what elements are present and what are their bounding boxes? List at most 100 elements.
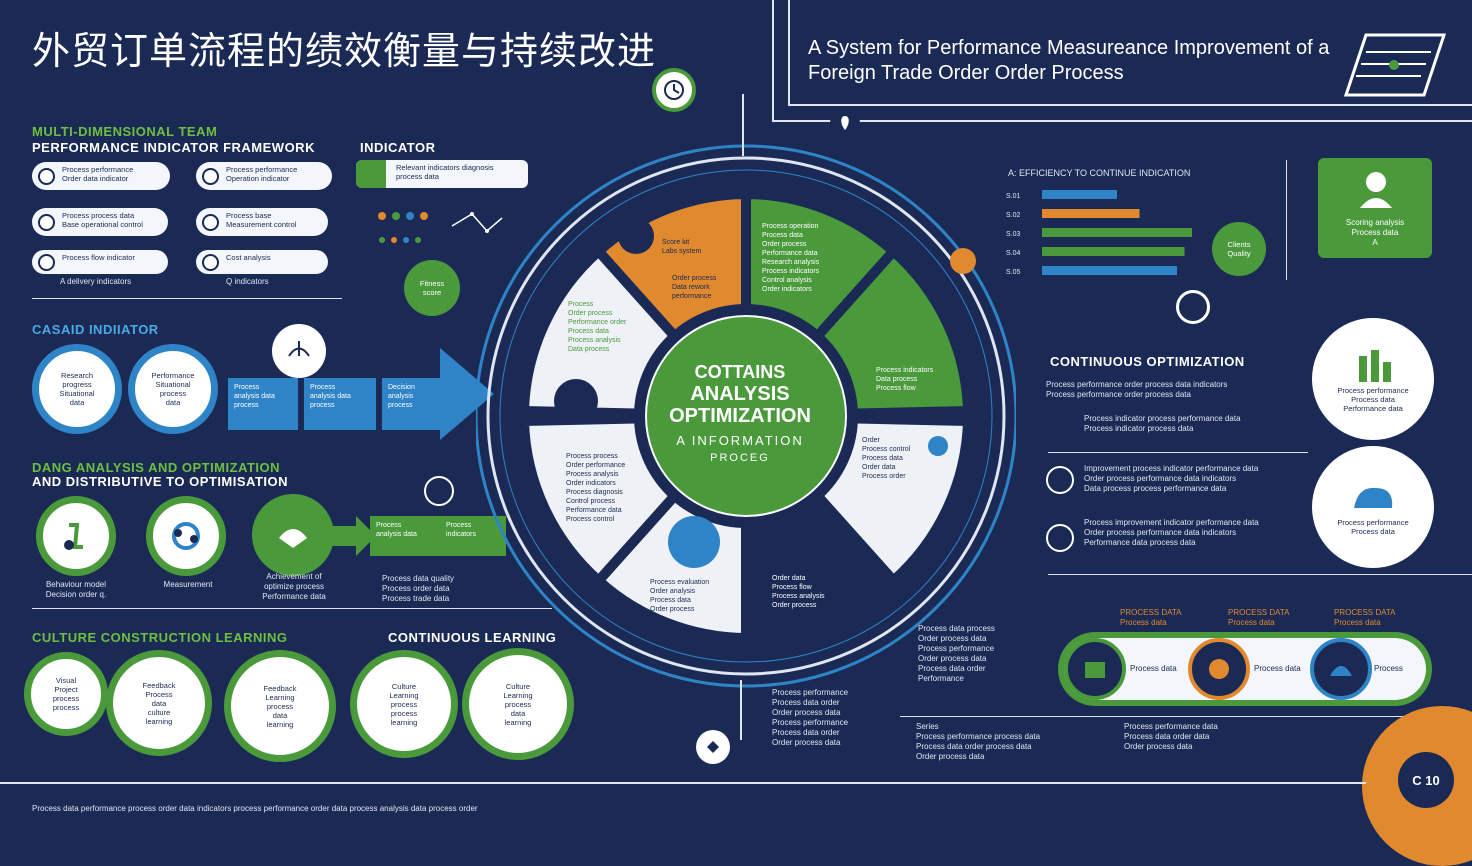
opt-text: Improvement process indicator performanc… [1084, 464, 1259, 493]
node-icon [1046, 466, 1074, 494]
page-number: C 10 [1398, 752, 1454, 808]
divider [1048, 452, 1308, 453]
efficiency-chart: S.01S.02S.03S.04S.05 [1006, 190, 1192, 276]
center-line3: OPTIMIZATION [669, 405, 811, 427]
chart-bar [1042, 190, 1117, 199]
divider [32, 608, 552, 609]
chart-tick-label: S.01 [1006, 193, 1021, 200]
data-circle-green [252, 494, 334, 576]
frame-line [772, 120, 1472, 122]
opt-text: Process indicator process performance da… [1084, 414, 1241, 433]
connector-line [740, 680, 742, 740]
framework-pill: Process flow indicator [32, 250, 168, 274]
chart-tick-label: S.02 [1006, 212, 1021, 219]
info-icon [424, 476, 454, 506]
arrow-right-icon [330, 516, 376, 556]
divider [900, 716, 1472, 717]
band-text: Process data [1130, 664, 1177, 673]
dot-indicator-icon [378, 212, 503, 243]
framework-pill: Cost analysis [196, 250, 328, 274]
data-subheading: AND DISTRIBUTIVE TO OPTIMISATION [32, 474, 289, 489]
data-circle [36, 496, 116, 576]
node-icon [696, 730, 730, 764]
learning-heading: CONTINUOUS LEARNING [388, 630, 557, 645]
opt-text: Process improvement indicator performanc… [1084, 518, 1259, 547]
page-title-en: A System for Performance Measureance Imp… [808, 37, 1330, 84]
caption: A delivery indicators [60, 277, 132, 286]
indicator-tag-icon [356, 160, 386, 188]
page-title-cn: 外贸订单流程的绩效衡量与持续改进 [32, 29, 657, 73]
band-text: Process [1374, 664, 1403, 673]
chart-tick-label: S.04 [1006, 250, 1021, 257]
center-line1: COTTAINS [694, 362, 786, 382]
band-text: Process data [1254, 664, 1301, 673]
node-icon [1176, 290, 1210, 324]
caption: Measurement [163, 580, 213, 589]
chart-bar [1042, 209, 1140, 218]
divider [1286, 160, 1287, 280]
culture-heading: CULTURE CONSTRUCTION LEARNING [32, 630, 288, 645]
indicator-heading: INDICATOR [360, 140, 436, 155]
divider [32, 298, 342, 299]
process-icon [1310, 638, 1372, 700]
frame-line [788, 104, 1472, 106]
data-heading: DANG ANALYSIS AND OPTIMIZATION [32, 460, 281, 475]
opt-text: Process performance order process data i… [1046, 380, 1228, 399]
footer-text: Process data performance process order d… [32, 804, 478, 813]
document-icon [1343, 33, 1446, 97]
data-circle [146, 496, 226, 576]
frame-line [788, 0, 790, 104]
chart-bar [1042, 266, 1177, 275]
chart-tick-label: S.05 [1006, 269, 1021, 276]
footer-line [0, 782, 1366, 784]
causal-heading: CASAID INDIIATOR [32, 322, 159, 337]
chart-heading: A: EFFICIENCY TO CONTINUE INDICATION [1008, 168, 1191, 178]
central-wheel [476, 144, 1016, 688]
person-icon [1360, 172, 1392, 208]
continuous-heading: CONTINUOUS OPTIMIZATION [1050, 354, 1245, 369]
arrow-right-icon [440, 348, 494, 440]
process-band: Process data Process data Process [1058, 632, 1432, 706]
framework-heading: PERFORMANCE INDICATOR FRAMEWORK [32, 140, 315, 155]
chart-tick-label: S.03 [1006, 231, 1021, 238]
center-line5: PROCEG [710, 452, 770, 464]
center-line4: A INFORMATION [676, 433, 804, 448]
caption: Q indicators [226, 277, 269, 286]
process-icon [1188, 638, 1250, 700]
team-heading: MULTI-DIMENSIONAL TEAM [32, 124, 218, 139]
divider [1048, 574, 1472, 575]
